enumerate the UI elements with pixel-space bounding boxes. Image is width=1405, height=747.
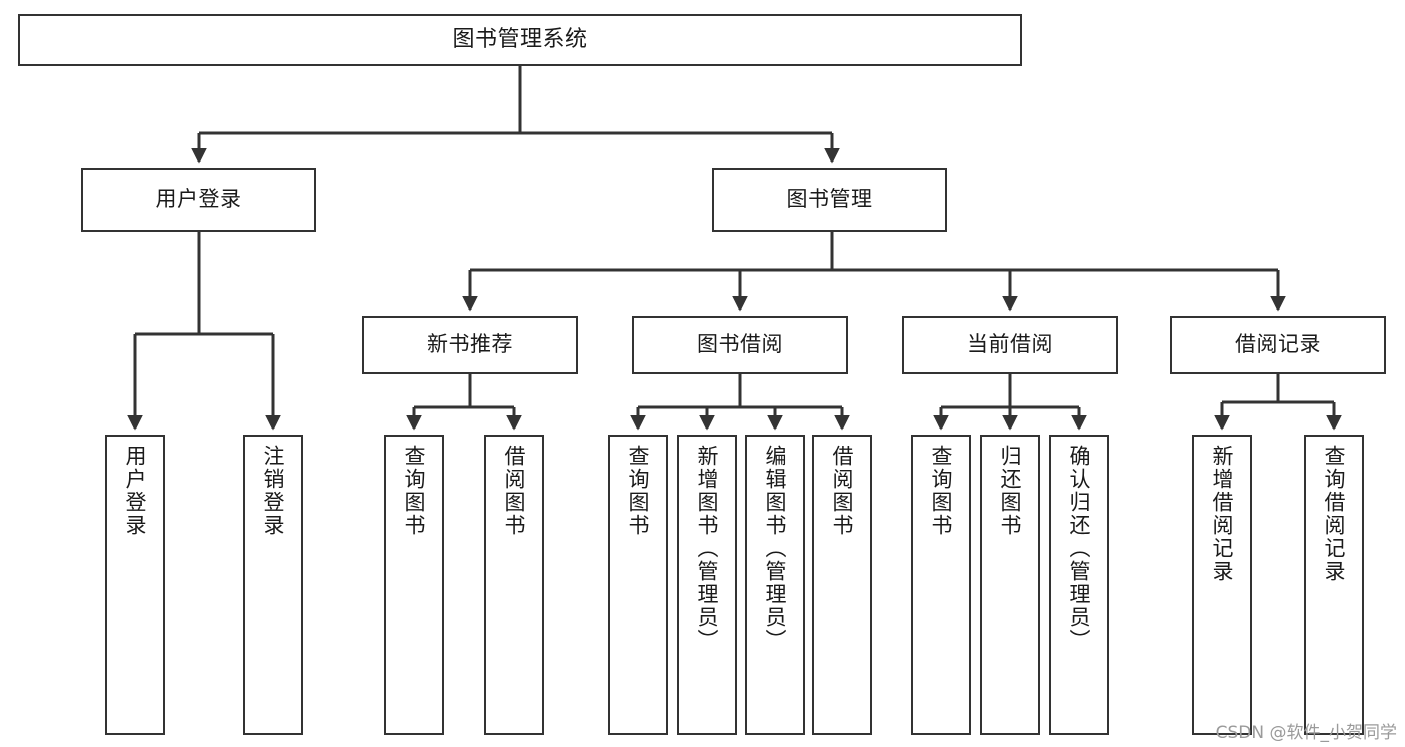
leaf-current-borrow-return-book[interactable]: 归还图书: [980, 435, 1040, 735]
node-new-book-recommend[interactable]: 新书推荐: [362, 316, 578, 374]
node-label: 查询图书: [402, 445, 427, 537]
node-book-management[interactable]: 图书管理: [712, 168, 947, 232]
node-label: 新书推荐: [427, 332, 513, 357]
leaf-current-borrow-query-book[interactable]: 查询图书: [911, 435, 971, 735]
leaf-book-borrow-query-book[interactable]: 查询图书: [608, 435, 668, 735]
node-borrow-record[interactable]: 借阅记录: [1170, 316, 1386, 374]
leaf-user-login-login[interactable]: 用户登录: [105, 435, 165, 735]
node-label: 借阅记录: [1235, 332, 1321, 357]
node-label: 借阅图书: [830, 445, 855, 537]
node-label: 新增图书（管理员）: [695, 445, 720, 652]
node-label: 新增借阅记录: [1210, 445, 1235, 583]
node-label: 用户登录: [155, 187, 242, 212]
node-label: 图书管理系统: [452, 26, 588, 52]
node-current-borrow[interactable]: 当前借阅: [902, 316, 1118, 374]
leaf-borrow-record-query-record[interactable]: 查询借阅记录: [1304, 435, 1364, 735]
leaf-user-login-logout[interactable]: 注销登录: [243, 435, 303, 735]
node-label: 图书借阅: [697, 332, 783, 357]
leaf-current-borrow-confirm-return-admin[interactable]: 确认归还（管理员）: [1049, 435, 1109, 735]
node-label: 注销登录: [261, 445, 286, 537]
node-label: 图书管理: [786, 187, 873, 212]
node-label: 查询借阅记录: [1322, 445, 1347, 583]
node-user-login[interactable]: 用户登录: [81, 168, 316, 232]
leaf-new-book-query-book[interactable]: 查询图书: [384, 435, 444, 735]
leaf-new-book-borrow-book[interactable]: 借阅图书: [484, 435, 544, 735]
node-book-borrow[interactable]: 图书借阅: [632, 316, 848, 374]
node-label: 编辑图书（管理员）: [763, 445, 788, 652]
node-root-book-management-system[interactable]: 图书管理系统: [18, 14, 1022, 66]
node-label: 查询图书: [626, 445, 651, 537]
node-label: 确认归还（管理员）: [1067, 445, 1092, 652]
leaf-borrow-record-add-record[interactable]: 新增借阅记录: [1192, 435, 1252, 735]
node-label: 当前借阅: [967, 332, 1053, 357]
leaf-book-borrow-add-book-admin[interactable]: 新增图书（管理员）: [677, 435, 737, 735]
node-label: 借阅图书: [502, 445, 527, 537]
node-label: 归还图书: [998, 445, 1023, 537]
node-label: 查询图书: [929, 445, 954, 537]
node-label: 用户登录: [123, 445, 148, 537]
leaf-book-borrow-edit-book-admin[interactable]: 编辑图书（管理员）: [745, 435, 805, 735]
leaf-book-borrow-borrow-book[interactable]: 借阅图书: [812, 435, 872, 735]
